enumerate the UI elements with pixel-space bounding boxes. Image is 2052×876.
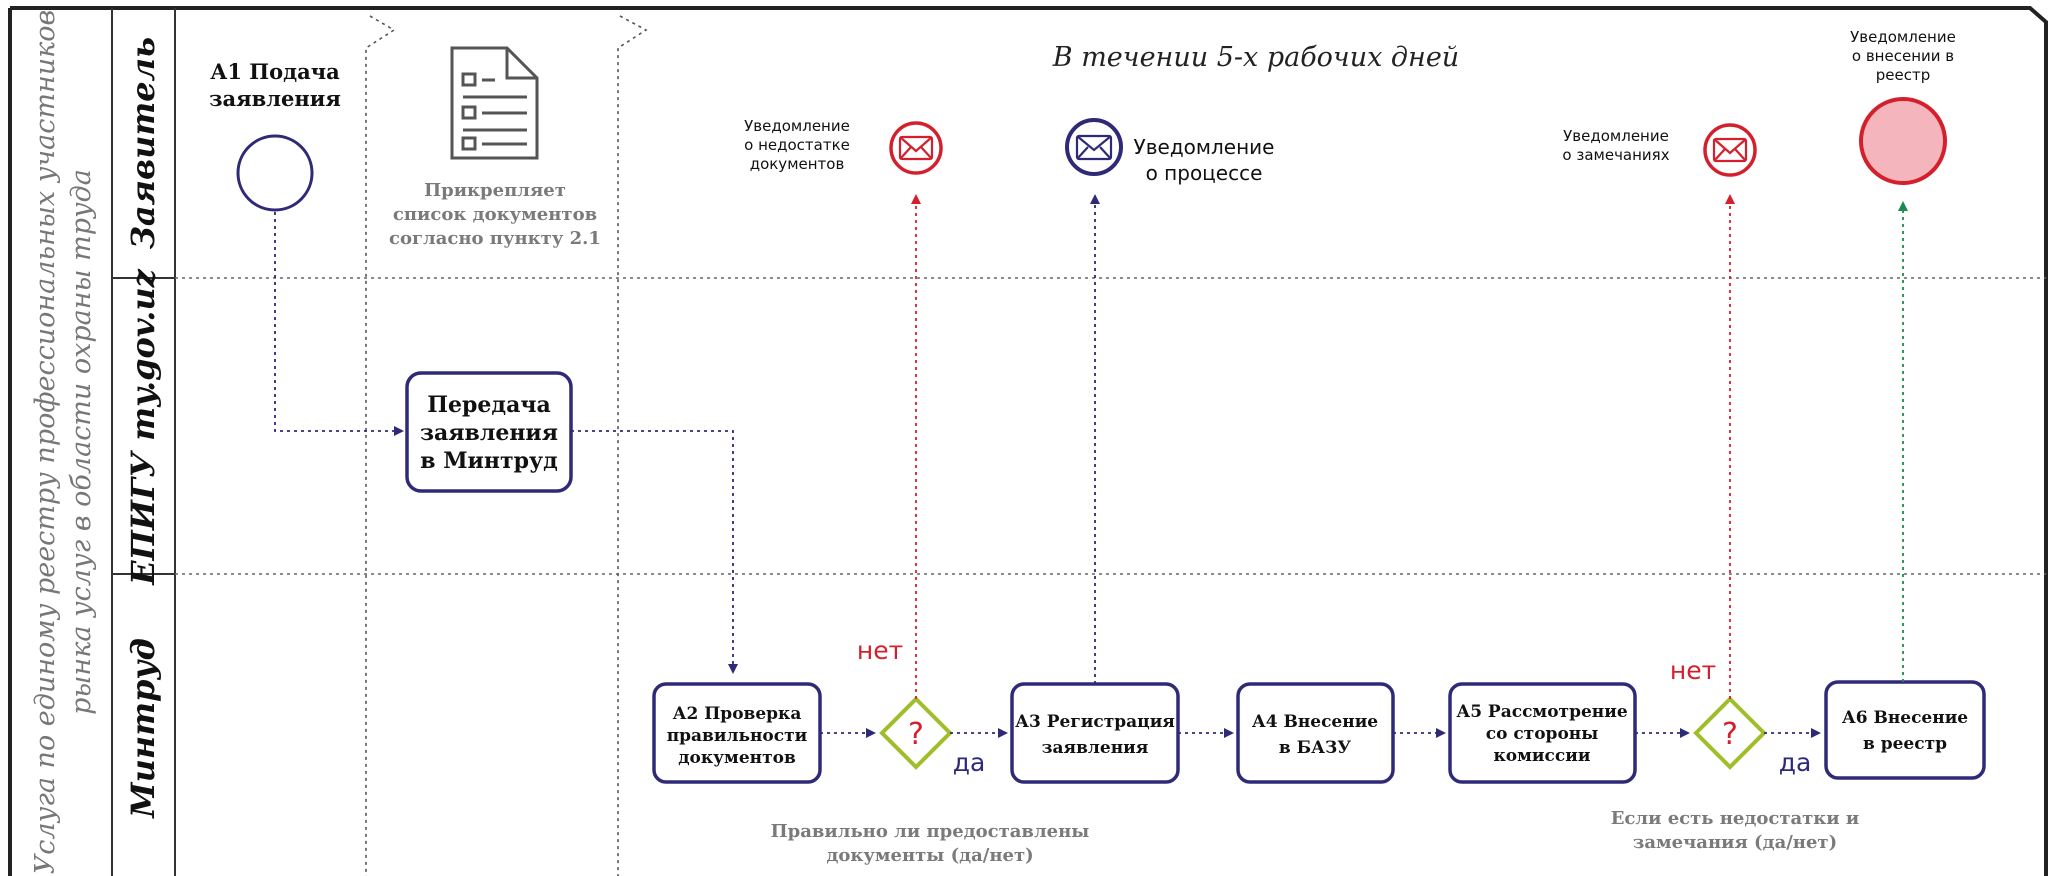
- gateway-2[interactable]: [1693, 696, 1767, 770]
- task-a3[interactable]: [1010, 682, 1180, 784]
- gateway-1-caption-line2: документы (да/нет): [826, 845, 1033, 866]
- lane-title-applicant: Заявитель: [124, 37, 162, 249]
- notify-remarks-event[interactable]: [1703, 123, 1757, 177]
- notify-remarks-line2: о замечаниях: [1562, 146, 1669, 164]
- transfer-task-line2: заявления: [420, 420, 558, 446]
- phase-separator-left: [365, 15, 396, 876]
- gateway-2-caption-line1: Если есть недостатки и: [1611, 808, 1860, 829]
- task-a3-line2: заявления: [1042, 738, 1149, 758]
- notify-missing-event[interactable]: [889, 121, 943, 175]
- pool-title-line2: рынка услуг в области охраны труда: [66, 169, 97, 715]
- gateway-2-caption-line2: замечания (да/нет): [1633, 832, 1837, 853]
- task-a4[interactable]: [1236, 682, 1395, 784]
- task-a2-line1: А2 Проверка: [673, 704, 802, 724]
- pool-frame: [8, 6, 2048, 876]
- notify-registry-line2: о внесении в: [1852, 47, 1954, 65]
- notify-missing-line1: Уведомление: [744, 117, 850, 135]
- notify-missing-line3: документов: [750, 155, 845, 173]
- task-a6-line1: А6 Внесение: [1842, 708, 1968, 728]
- envelope-icon: [1075, 134, 1113, 161]
- gateway-2-no-label: нет: [1670, 656, 1716, 685]
- task-a5-line2: со стороны: [1486, 724, 1599, 744]
- task-a6-line2: в реестр: [1863, 734, 1947, 754]
- gateway-2-symbol: ?: [1722, 717, 1738, 752]
- start-event-label-2: заявления: [209, 86, 341, 111]
- lane-title-epigu: ЕПИГУ my.gov.uz: [124, 268, 162, 585]
- start-event[interactable]: [236, 134, 314, 212]
- attach-docs-line1: Прикрепляет: [424, 180, 566, 201]
- time-limit-note: В течении 5-х рабочих дней: [1052, 42, 1459, 73]
- gateway-1[interactable]: [879, 696, 953, 770]
- gateway-1-symbol: ?: [908, 717, 924, 752]
- task-a5-line3: комиссии: [1494, 746, 1591, 766]
- notify-process-line2: о процессе: [1146, 161, 1263, 185]
- task-a2-line2: правильности: [667, 726, 808, 746]
- gateway-1-yes-label: да: [953, 748, 986, 777]
- lane-title-mintrud: Минтруд: [124, 638, 162, 819]
- task-a6[interactable]: [1824, 680, 1986, 780]
- start-event-label-1: А1 Подача: [210, 59, 340, 84]
- transfer-task[interactable]: [405, 371, 573, 493]
- notify-registry-line1: Уведомление: [1850, 28, 1956, 46]
- task-a5-line1: А5 Рассмотрение: [1456, 702, 1627, 722]
- envelope-icon: [898, 135, 934, 161]
- end-event-registry[interactable]: [1859, 97, 1947, 185]
- task-a4-line1: А4 Внесение: [1252, 712, 1378, 732]
- task-a4-line2: в БАЗУ: [1279, 738, 1351, 758]
- task-a2-line3: документов: [678, 748, 796, 768]
- notify-process-line1: Уведомление: [1134, 135, 1275, 159]
- pool-title-line1: Услуга по единому реестру профессиональн…: [30, 10, 61, 875]
- flow-start-to-transfer: [274, 212, 404, 436]
- notify-remarks-line1: Уведомление: [1563, 127, 1669, 145]
- notify-missing-line2: о недостатке: [744, 136, 850, 154]
- envelope-icon: [1712, 137, 1748, 163]
- transfer-task-line3: в Минтруд: [420, 448, 557, 474]
- document-list-icon: [450, 46, 539, 160]
- transfer-task-line1: Передача: [427, 392, 550, 418]
- phase-separator-right: [617, 15, 648, 876]
- gateway-1-no-label: нет: [857, 636, 903, 665]
- flow-transfer-to-a2: [571, 430, 738, 674]
- attach-docs-line3: согласно пункту 2.1: [389, 228, 601, 249]
- gateway-1-caption-line1: Правильно ли предоставлены: [771, 821, 1090, 842]
- notify-process-event[interactable]: [1065, 118, 1123, 176]
- attach-docs-line2: список документов: [393, 204, 597, 225]
- task-a3-line1: А3 Регистрация: [1015, 712, 1175, 732]
- notify-registry-line3: реестр: [1876, 66, 1931, 84]
- gateway-2-yes-label: да: [1779, 748, 1812, 777]
